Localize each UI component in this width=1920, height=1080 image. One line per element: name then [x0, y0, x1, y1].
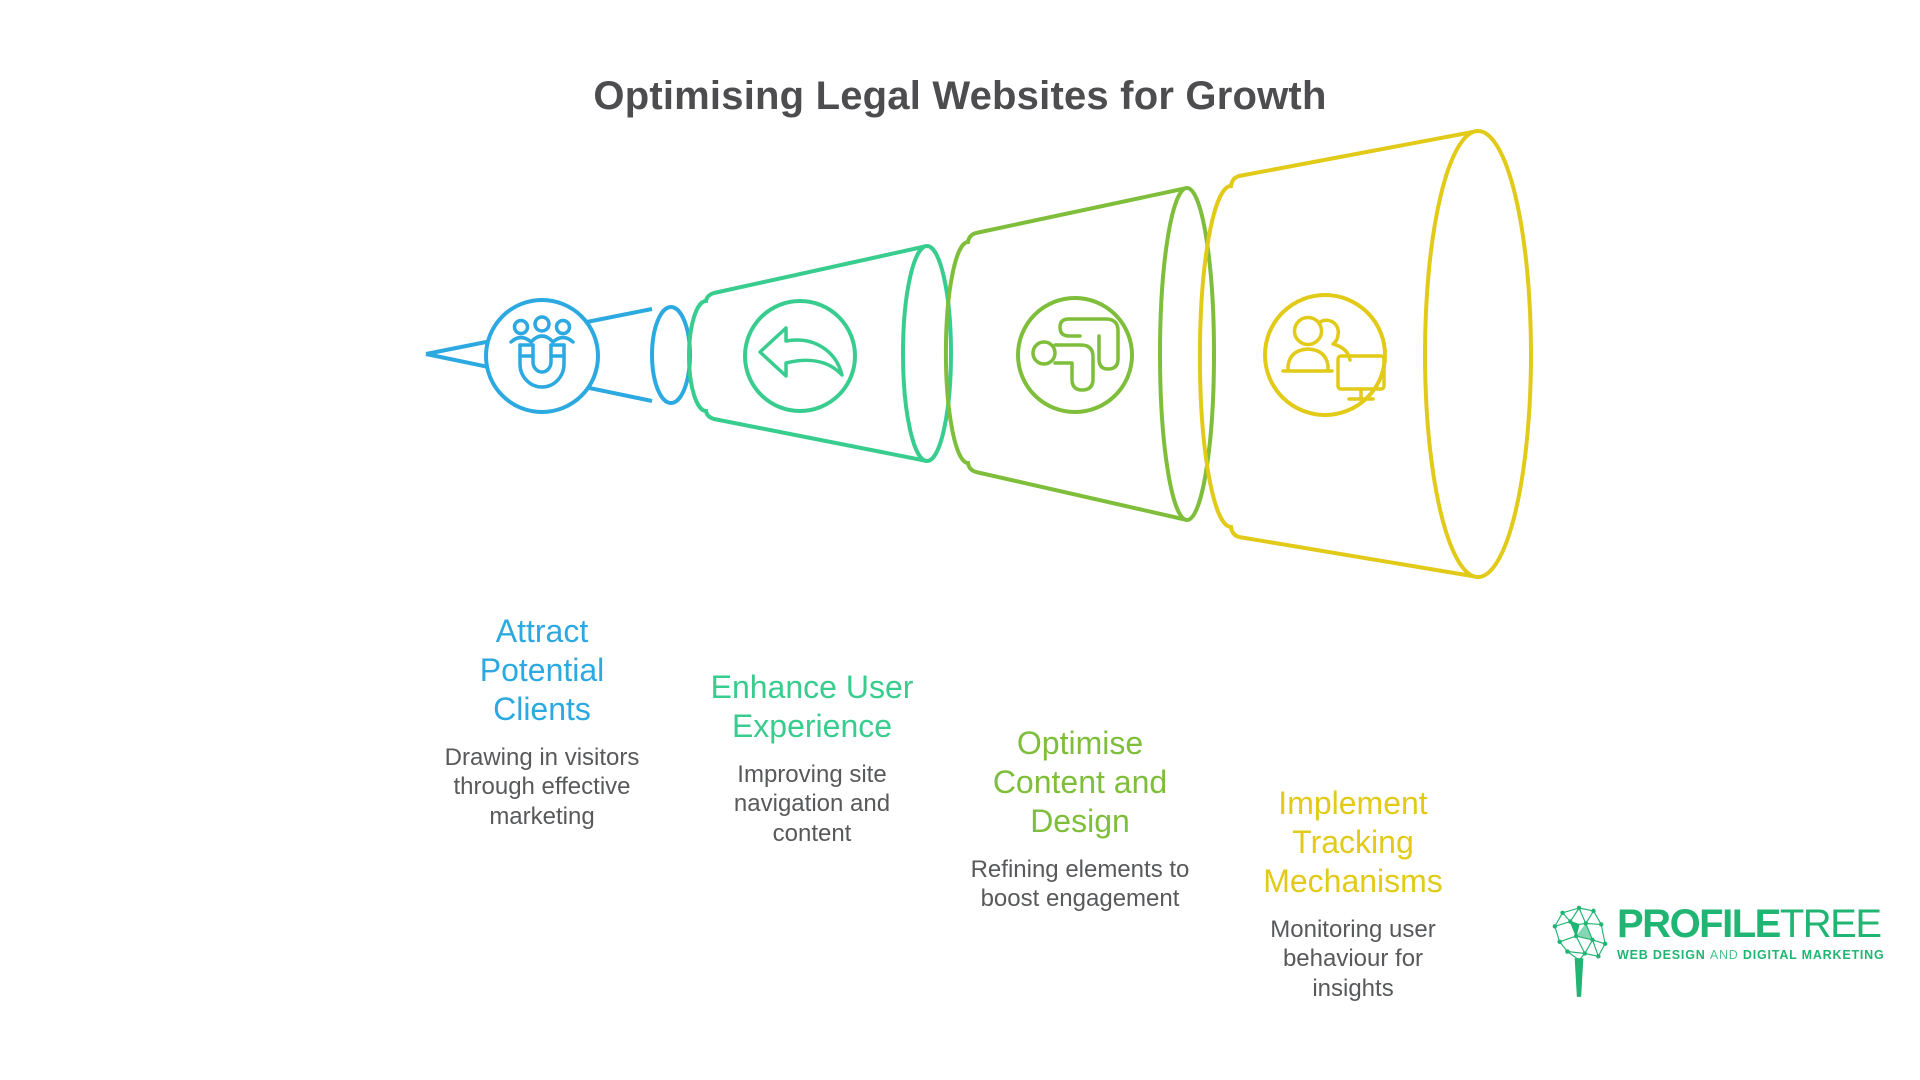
step-title: Implement Tracking Mechanisms [1263, 785, 1443, 900]
brand-name-bold: PROFILE [1617, 902, 1781, 946]
step-description: Monitoring user behaviour for insights [1270, 916, 1436, 1002]
brand-name-light: TREE [1779, 902, 1882, 946]
funnel-stage-3-shape [943, 186, 1216, 522]
user-monitor-icon [1281, 315, 1386, 401]
brand-tagline: WEB DESIGN AND DIGITAL MARKETING [1617, 948, 1885, 962]
page-title: Optimising Legal Websites for Growth [593, 74, 1327, 118]
tagline-and: AND [1709, 948, 1739, 962]
step-description: Improving site navigation and content [733, 761, 891, 847]
step-title: Optimise Content and Design [992, 725, 1168, 840]
step-title: Attract Potential Clients [479, 613, 605, 728]
tagline-left: WEB DESIGN [1617, 948, 1706, 962]
bent-arrows-icon [1031, 317, 1120, 392]
step-block-4: Implement Tracking Mechanisms Monitoring… [1247, 784, 1459, 1003]
step-title: Enhance User Experience [710, 669, 914, 745]
tagline-right: DIGITAL MARKETING [1742, 948, 1885, 962]
step-block-3: Optimise Content and Design Refining ele… [961, 724, 1199, 914]
tree-logo-icon [1552, 905, 1608, 997]
funnel-stage-4-shape [1197, 129, 1533, 579]
step-block-2: Enhance User Experience Improving site n… [698, 668, 926, 848]
reply-arrow-icon [758, 326, 844, 378]
brand-name: PROFILETREE [1617, 903, 1885, 945]
profiletree-logo: PROFILETREE WEB DESIGN AND DIGITAL MARKE… [1550, 903, 1885, 1000]
funnel-stage-2-shape [687, 244, 953, 463]
logo-text: PROFILETREE WEB DESIGN AND DIGITAL MARKE… [1617, 903, 1885, 962]
step-block-1: Attract Potential Clients Drawing in vis… [431, 612, 653, 831]
step-description: Refining elements to boost engagement [970, 856, 1190, 913]
step-description: Drawing in visitors through effective ma… [444, 744, 640, 830]
funnel-stage-1-shape [425, 298, 692, 414]
magnet-people-icon [509, 315, 575, 389]
